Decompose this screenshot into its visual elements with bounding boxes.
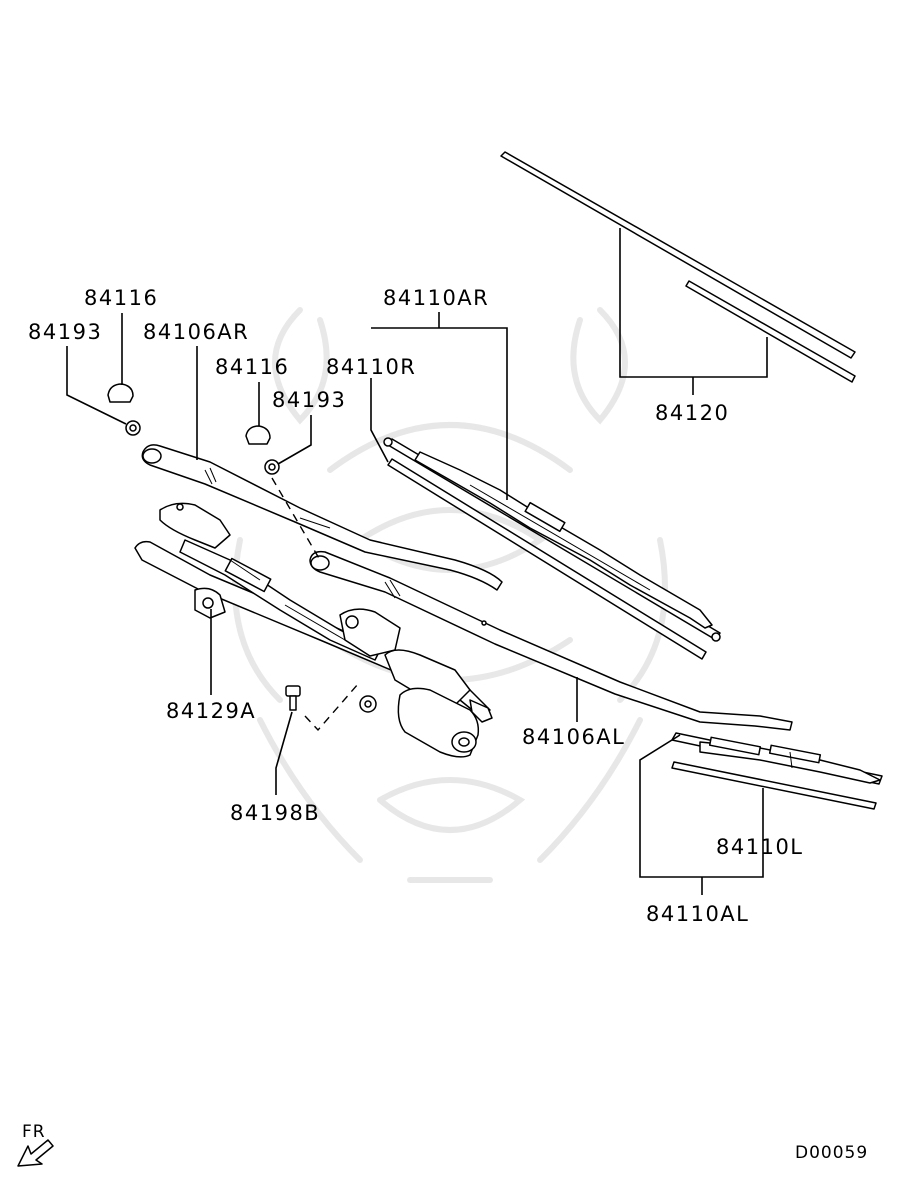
label-84116-right: 84116 <box>215 355 289 379</box>
label-84110L: 84110L <box>716 835 804 859</box>
direction-label: FR <box>22 1122 46 1142</box>
bolt-84198B <box>285 685 301 711</box>
label-84106AR: 84106AR <box>143 320 249 344</box>
nut-84193-right <box>264 459 280 475</box>
label-84106AL: 84106AL <box>522 725 625 749</box>
wiper-blade-84110L <box>671 761 877 810</box>
label-84120: 84120 <box>655 401 729 425</box>
label-84116-left: 84116 <box>84 286 158 310</box>
blade-refill-84120 <box>500 151 856 383</box>
label-84110R: 84110R <box>326 355 416 379</box>
nut-84193-left <box>125 420 141 436</box>
label-84193-right: 84193 <box>272 388 346 412</box>
front-direction-indicator: FR <box>17 1122 54 1167</box>
arrow-down-left-icon <box>17 1139 54 1167</box>
label-84129A: 84129A <box>166 699 256 723</box>
label-84110AL: 84110AL <box>646 902 749 926</box>
label-84110AR: 84110AR <box>383 286 489 310</box>
cap-84116-right <box>245 425 271 445</box>
wiper-blade-84110AL <box>671 732 883 785</box>
wiper-blade-84110R <box>387 458 707 660</box>
label-84198B: 84198B <box>230 801 320 825</box>
label-84193-left: 84193 <box>28 320 102 344</box>
cap-84116-left <box>107 383 134 403</box>
diagram-code: D00059 <box>795 1143 868 1163</box>
wiper-blade-84110AR <box>383 437 721 642</box>
wiper-linkage-84129A <box>134 502 493 758</box>
wiper-arm-84106AR <box>141 444 503 591</box>
